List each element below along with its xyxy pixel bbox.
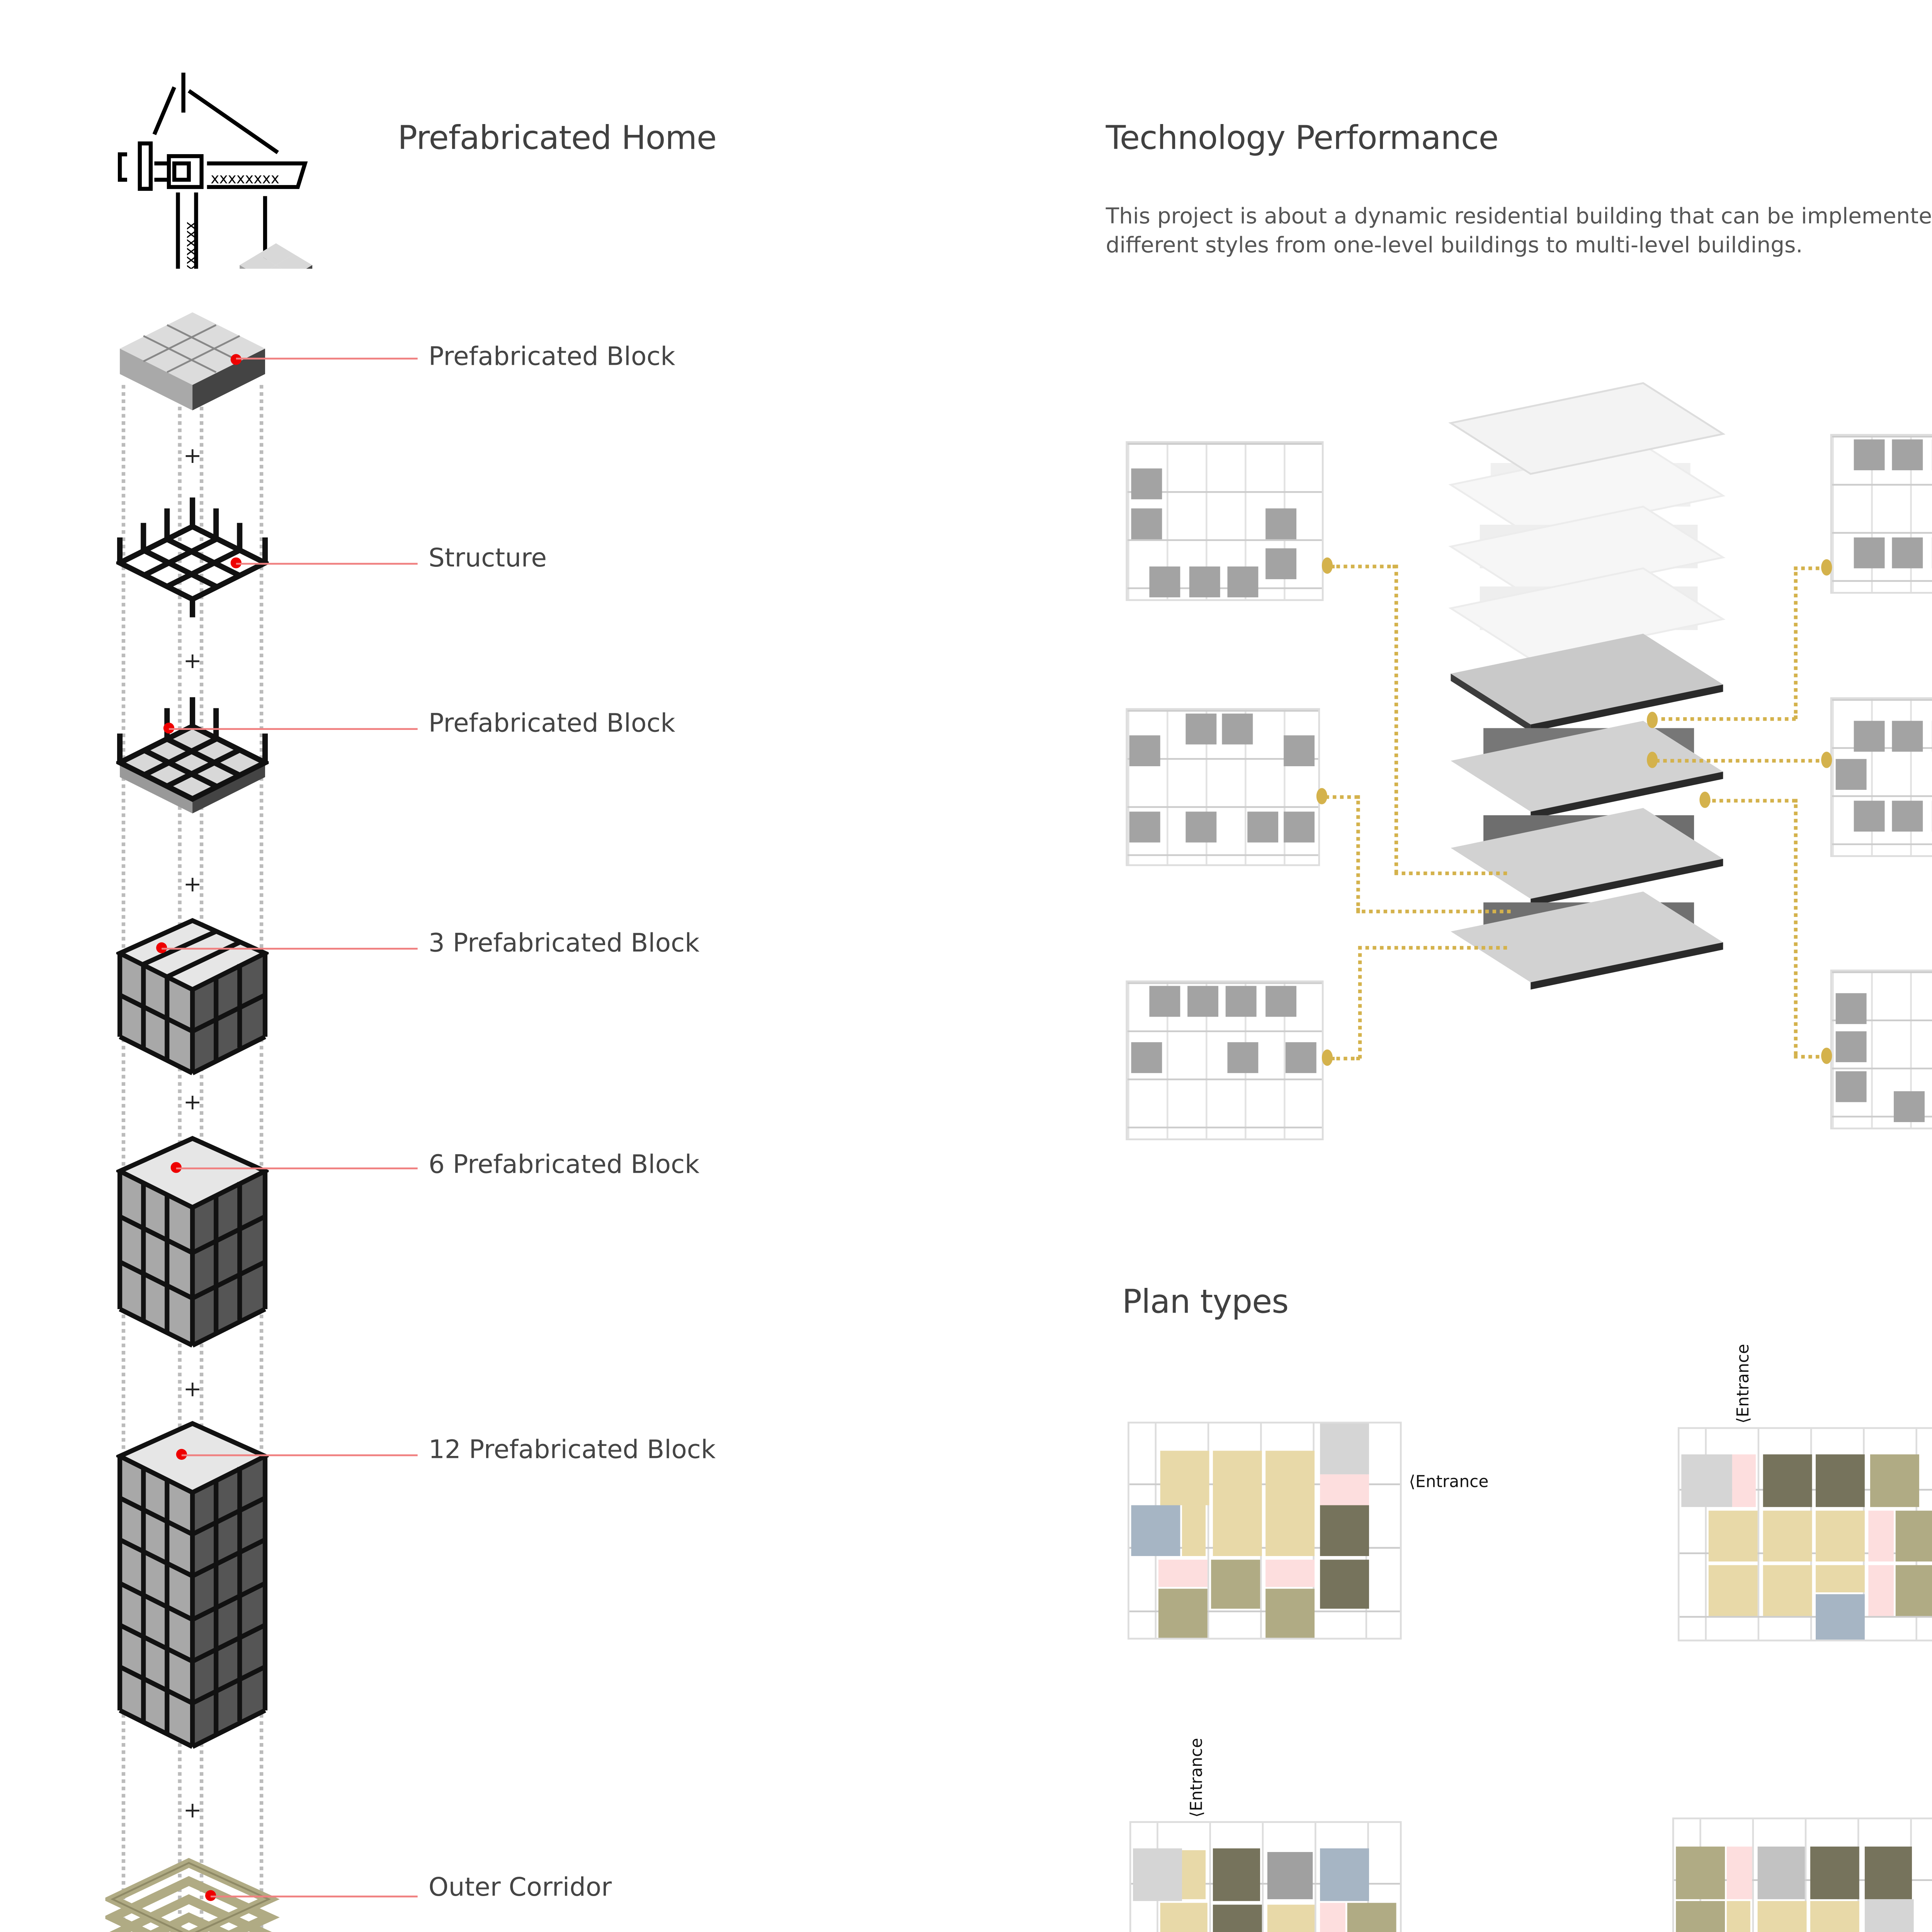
chevron-left-icon: ⟨ bbox=[1409, 1474, 1415, 1493]
connector-dot bbox=[1316, 788, 1327, 804]
connector-line bbox=[1358, 946, 1362, 1059]
leader-line bbox=[236, 357, 418, 360]
connector-dot bbox=[1699, 791, 1711, 808]
marker-dot bbox=[170, 1162, 182, 1173]
prefab-block-grid-icon bbox=[120, 312, 265, 410]
leader-line bbox=[211, 1895, 418, 1898]
twelve-block-stack-icon bbox=[116, 1421, 269, 1749]
plus-operator: + bbox=[183, 443, 202, 469]
connector-line bbox=[1331, 1056, 1360, 1061]
section-title-technology: Technology Performance bbox=[1105, 120, 1499, 158]
entrance-text: Entrance bbox=[1189, 1738, 1208, 1811]
plan-type-2 bbox=[1677, 1427, 1932, 1641]
connector-line bbox=[1358, 946, 1507, 950]
connector-line bbox=[1656, 759, 1827, 763]
connector-dot bbox=[1321, 557, 1333, 574]
chevron-left-icon: ⟨ bbox=[1736, 1417, 1754, 1424]
connector-dot bbox=[1646, 712, 1658, 728]
plus-operator: + bbox=[183, 1089, 202, 1115]
plan-type-3 bbox=[1129, 1821, 1402, 1932]
plus-operator: + bbox=[183, 1376, 202, 1402]
svg-text:xxxxxxxxx: xxxxxxxxx bbox=[184, 221, 201, 269]
floor-plan-thumbnail bbox=[1830, 434, 1932, 594]
step-label: 3 Prefabricated Block bbox=[428, 929, 700, 959]
crane-icon: xxxxxxxx xxxxxxxxx bbox=[117, 72, 313, 269]
outer-corridor-stack-icon bbox=[105, 1858, 280, 1932]
connector-line bbox=[1794, 566, 1798, 719]
plan-type-1 bbox=[1128, 1422, 1402, 1640]
step-label: Structure bbox=[428, 544, 547, 574]
guide-line bbox=[259, 385, 264, 1932]
connector-line bbox=[1325, 795, 1358, 799]
guide-line bbox=[121, 385, 126, 1932]
svg-text:xxxxxxxx: xxxxxxxx bbox=[211, 170, 279, 187]
step-label: 6 Prefabricated Block bbox=[428, 1151, 700, 1180]
connector-dot bbox=[1646, 752, 1658, 768]
entrance-label: ⟨Entrance bbox=[1189, 1738, 1208, 1818]
section-title-plan-types: Plan types bbox=[1122, 1284, 1289, 1322]
structure-frame-icon bbox=[116, 497, 269, 617]
connector-line bbox=[1356, 910, 1511, 913]
block-in-structure-icon bbox=[116, 697, 269, 814]
step-label: 12 Prefabricated Block bbox=[428, 1436, 716, 1466]
leader-line bbox=[162, 947, 418, 950]
connector-line bbox=[1794, 799, 1798, 1055]
entrance-label: ⟨Entrance bbox=[1409, 1475, 1488, 1493]
intro-paragraph: This project is about a dynamic resident… bbox=[1105, 203, 1932, 258]
connector-line bbox=[1652, 717, 1796, 721]
exploded-building-illustration bbox=[1448, 382, 1726, 990]
connector-line bbox=[1794, 1055, 1827, 1059]
floor-plan-thumbnail bbox=[1126, 980, 1324, 1140]
step-label: Prefabricated Block bbox=[428, 343, 675, 372]
step-label: Outer Corridor bbox=[428, 1874, 612, 1903]
chevron-left-icon: ⟨ bbox=[1189, 1811, 1208, 1818]
connector-line bbox=[1707, 799, 1796, 803]
floor-plan-thumbnail bbox=[1830, 697, 1932, 857]
connector-line bbox=[1331, 565, 1396, 568]
leader-line bbox=[176, 1167, 418, 1170]
connector-line bbox=[1394, 871, 1507, 875]
entrance-text: Entrance bbox=[1736, 1344, 1754, 1417]
leader-line bbox=[236, 563, 418, 565]
six-block-stack-icon bbox=[116, 1136, 269, 1348]
plus-operator: + bbox=[183, 1798, 202, 1823]
page-title-left: Prefabricated Home bbox=[398, 120, 717, 158]
leader-line bbox=[181, 1454, 418, 1456]
entrance-label: ⟨Entrance bbox=[1736, 1344, 1754, 1423]
entrance-text: Entrance bbox=[1415, 1474, 1489, 1493]
connector-line bbox=[1794, 566, 1827, 570]
step-label: Prefabricated Block bbox=[428, 710, 675, 739]
three-block-stack-icon bbox=[116, 918, 269, 1075]
connector-line bbox=[1394, 565, 1398, 874]
floor-plan-thumbnail bbox=[1830, 969, 1932, 1129]
leader-line bbox=[169, 728, 418, 730]
plus-operator: + bbox=[183, 648, 202, 674]
marker-dot bbox=[230, 354, 242, 365]
plan-type-4 bbox=[1672, 1817, 1932, 1932]
floor-plan-thumbnail bbox=[1126, 708, 1320, 866]
connector-dot bbox=[1321, 1049, 1333, 1066]
connector-line bbox=[1356, 795, 1360, 912]
plus-operator: + bbox=[183, 871, 202, 897]
floor-plan-thumbnail bbox=[1126, 441, 1324, 601]
